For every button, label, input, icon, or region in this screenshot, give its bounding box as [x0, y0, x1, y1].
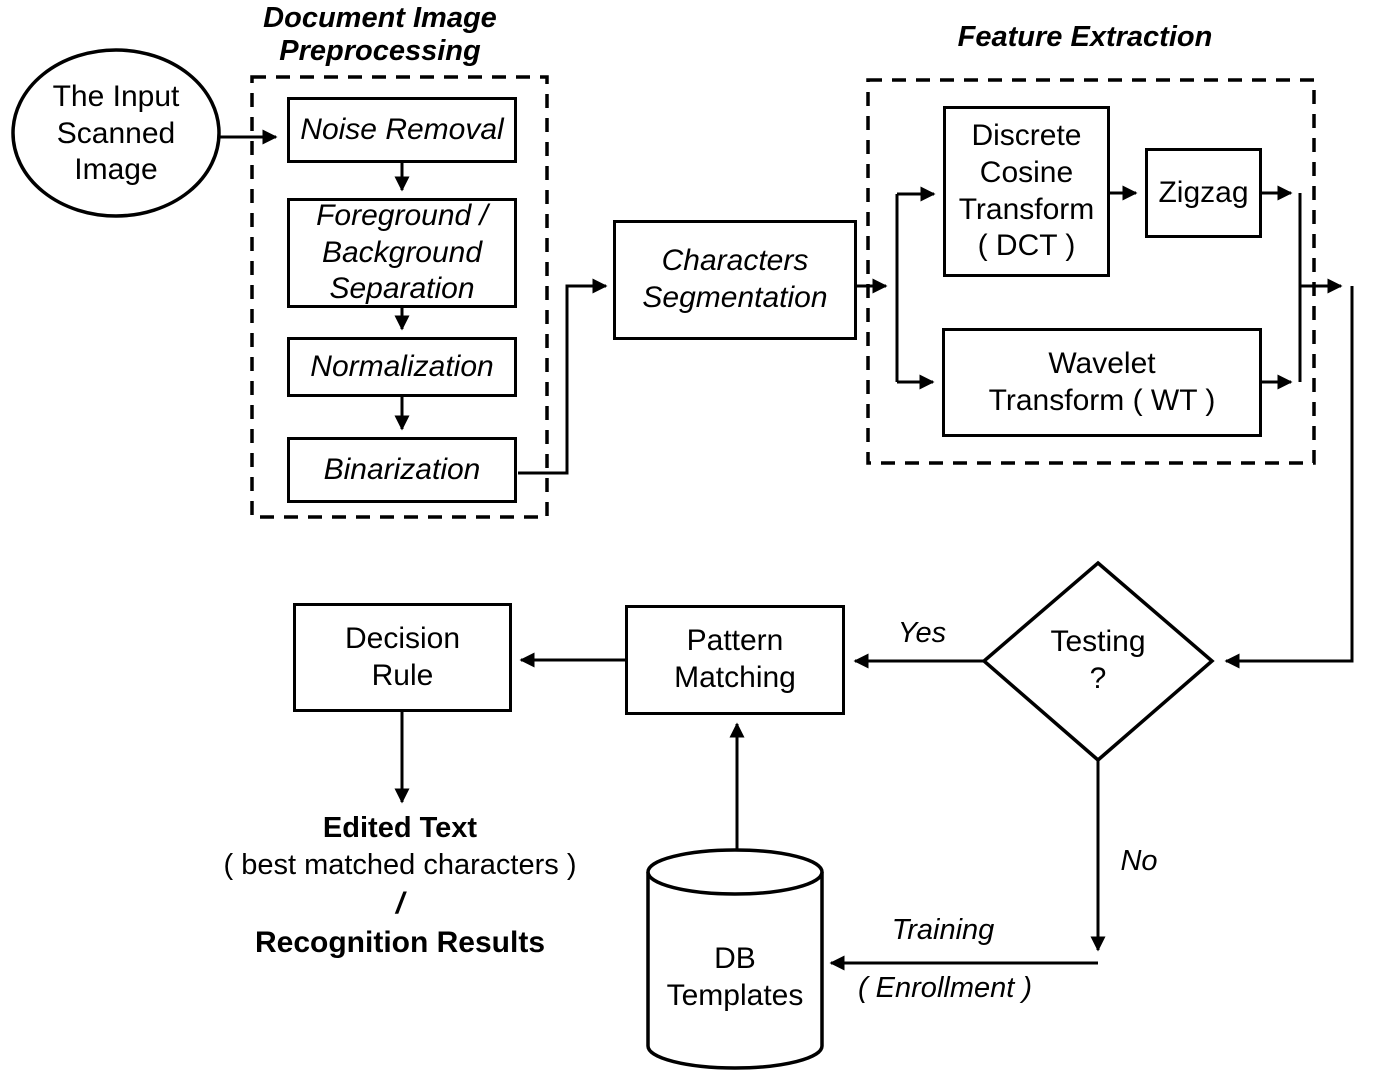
node-normalization: Normalization: [287, 337, 517, 397]
output-slash-separator: /: [395, 886, 405, 920]
output-best-matched-characters: ( best matched characters ): [223, 849, 577, 882]
node-fg-bg-separation: Foreground / Background Separation: [287, 198, 517, 308]
node-pattern-matching: Pattern Matching: [625, 605, 845, 715]
arrow-binarization-to-segmentation: [518, 278, 608, 475]
input-ellipse-shape: [11, 48, 221, 218]
node-zigzag: Zigzag: [1145, 148, 1262, 238]
node-testing-decision: Testing ?: [1050, 625, 1146, 695]
node-db-templates: DB Templates: [666, 942, 804, 1012]
edge-label-training: Training: [891, 914, 995, 947]
edge-label-no: No: [1120, 845, 1158, 878]
node-noise-removal: Noise Removal: [287, 97, 517, 163]
arrow-features-to-testing: [1224, 286, 1354, 669]
testing-diamond-shape: [981, 560, 1215, 763]
output-recognition-results: Recognition Results: [254, 925, 546, 959]
output-edited-text: Edited Text: [322, 812, 478, 845]
db-cylinder-shape: [646, 848, 824, 1070]
node-wavelet-transform: Wavelet Transform ( WT ): [942, 328, 1262, 437]
node-input-scanned-image: The Input Scanned Image: [52, 80, 180, 187]
node-binarization: Binarization: [287, 437, 517, 503]
preprocessing-group-title: Document Image Preprocessing: [263, 1, 497, 67]
edge-label-yes: Yes: [897, 617, 947, 650]
preprocessing-group-border: [250, 75, 549, 519]
feature-extraction-group-border: [866, 78, 1316, 465]
node-characters-segmentation: Characters Segmentation: [613, 220, 857, 340]
edge-label-enrollment: ( Enrollment ): [857, 972, 1033, 1005]
feature-extraction-group-title: Feature Extraction: [957, 21, 1213, 54]
node-decision-rule: Decision Rule: [293, 603, 512, 712]
node-dct: Discrete Cosine Transform ( DCT ): [943, 106, 1110, 277]
